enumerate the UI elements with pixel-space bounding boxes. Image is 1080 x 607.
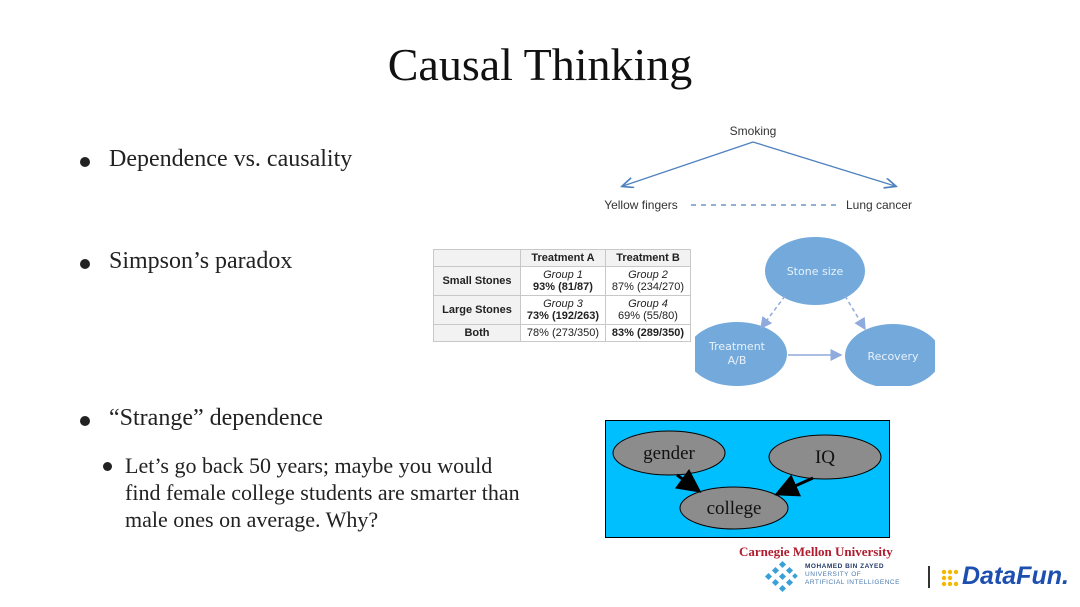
bullet-dot [80, 259, 90, 269]
bullet-dot [80, 157, 90, 167]
edge-iq-college [774, 474, 814, 497]
mbzuai-line: MOHAMED BIN ZAYED [805, 563, 885, 570]
node-stone-size [765, 237, 865, 305]
node-treatment [695, 322, 787, 386]
table-row-label: Small Stones [433, 266, 521, 296]
node-smoking: Smoking [730, 124, 777, 138]
edge-stone-recovery [844, 295, 866, 331]
bullet-text: “Strange” dependence [109, 405, 323, 431]
college-diagram: gender IQ college [605, 420, 890, 538]
table-header-cell: Treatment B [605, 249, 691, 267]
cell-value: 93% (81/87) [533, 281, 593, 293]
cell-value: 87% (234/270) [611, 281, 685, 293]
node-iq-label: IQ [815, 447, 835, 468]
table-cell: 83% (289/350) [605, 324, 691, 342]
sub-bullet-line: male ones on average. Why? [125, 507, 379, 532]
table-cell: 78% (273/350) [520, 324, 606, 342]
node-stone-size-label: Stone size [787, 265, 844, 278]
sub-bullet-college: Let’s go back 50 years; maybe you would … [103, 452, 520, 533]
edge-smoking-yellow [623, 141, 754, 186]
bullet-simpson: Simpson’s paradox [80, 248, 293, 275]
table-header-cell [433, 249, 521, 267]
slide-title: Causal Thinking [387, 39, 693, 90]
bullet-text: Dependence vs. causality [109, 146, 353, 172]
cell-value: 69% (55/80) [618, 310, 678, 322]
edge-gender-college [674, 468, 702, 493]
edge-smoking-cancer [752, 141, 895, 186]
mbzuai-line: UNIVERSITY OF [805, 571, 862, 578]
group-label: Group 1 [543, 269, 583, 281]
table-header-cell: Treatment A [520, 249, 606, 267]
bullet-strange-dependence: “Strange” dependence [80, 405, 323, 432]
bullet-text: Simpson’s paradox [109, 248, 293, 274]
node-gender-label: gender [643, 443, 695, 464]
table-header-row: Treatment A Treatment B [433, 249, 691, 267]
logo-separator [928, 566, 930, 588]
table-row: Both 78% (273/350) 83% (289/350) [433, 324, 691, 342]
node-treatment-label: Treatment [708, 340, 766, 353]
node-treatment-label: A/B [728, 354, 747, 367]
node-yellow-fingers: Yellow fingers [604, 198, 678, 212]
datafun-dots-icon [941, 569, 959, 587]
mbzuai-line: ARTIFICIAL INTELLIGENCE [805, 579, 900, 586]
mbzuai-logo-text: MOHAMED BIN ZAYED UNIVERSITY OF ARTIFICI… [805, 563, 900, 587]
node-college [679, 486, 789, 530]
group-label: Group 2 [628, 269, 668, 281]
cmu-logo: Carnegie Mellon University [739, 544, 893, 559]
node-college-label: college [707, 498, 762, 519]
cell-value: 73% (192/263) [526, 310, 600, 322]
node-lung-cancer: Lung cancer [846, 198, 912, 212]
node-gender [612, 430, 726, 476]
node-recovery-label: Recovery [867, 350, 918, 363]
sub-bullet-line: Let’s go back 50 years; maybe you would [125, 453, 493, 478]
table-row-label: Both [433, 324, 521, 342]
node-recovery [845, 324, 935, 386]
bullet-dot [80, 416, 90, 426]
mbzuai-logo-icon [764, 560, 798, 593]
stone-size-diagram: Stone size Treatment A/B Recovery [695, 237, 935, 386]
table-row-label: Large Stones [433, 295, 521, 325]
bullet-dot [103, 462, 112, 471]
group-label: Group 4 [628, 298, 668, 310]
node-iq [768, 434, 882, 480]
bullet-dependence: Dependence vs. causality [80, 146, 353, 173]
edge-stone-treatment [760, 295, 786, 330]
datafun-logo: DataFun. [962, 562, 1069, 590]
smoking-diagram: Smoking Yellow fingers Lung cancer [604, 124, 912, 212]
simpson-table: Treatment A Treatment B Small Stones Gro… [433, 249, 691, 342]
sub-bullet-line: find female college students are smarter… [125, 480, 520, 505]
group-label: Group 3 [543, 298, 583, 310]
